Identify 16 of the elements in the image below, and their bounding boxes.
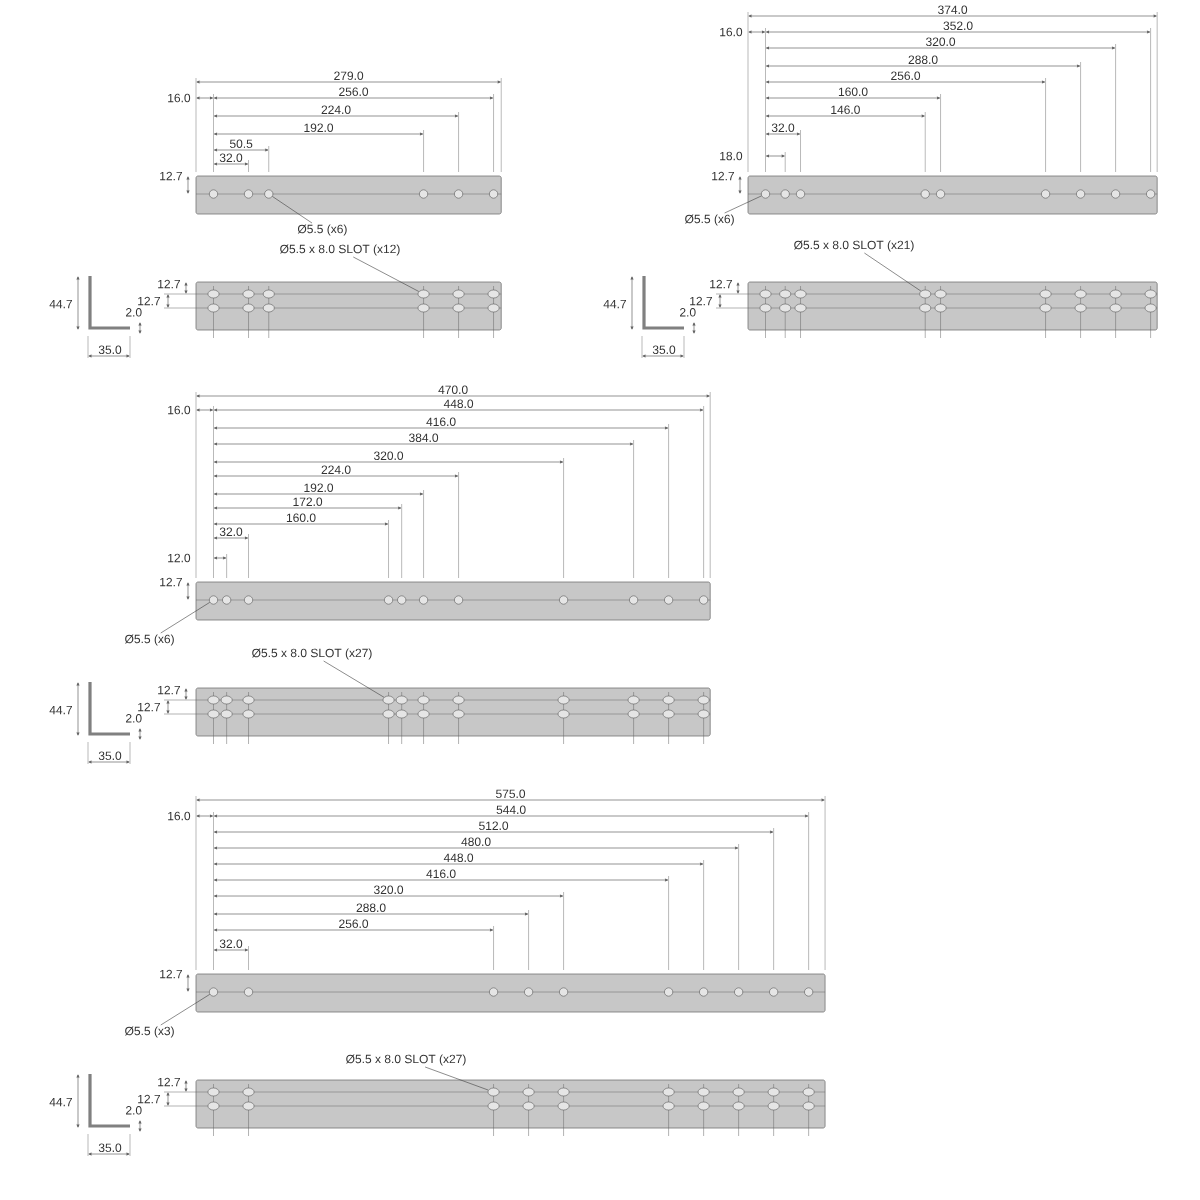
hole (264, 189, 274, 199)
leader-line (424, 1066, 489, 1091)
slot (919, 289, 932, 299)
hole (209, 595, 218, 605)
leader-line (724, 195, 762, 214)
slot (382, 695, 395, 705)
leader-line (272, 196, 313, 224)
slot (417, 289, 430, 299)
slot (487, 1087, 500, 1097)
leader-line (864, 252, 922, 292)
leader-line (323, 660, 385, 698)
hole (761, 189, 770, 199)
leader-line (160, 602, 210, 634)
leader-line (160, 994, 210, 1026)
hole (209, 987, 218, 997)
leader-line (352, 256, 420, 292)
